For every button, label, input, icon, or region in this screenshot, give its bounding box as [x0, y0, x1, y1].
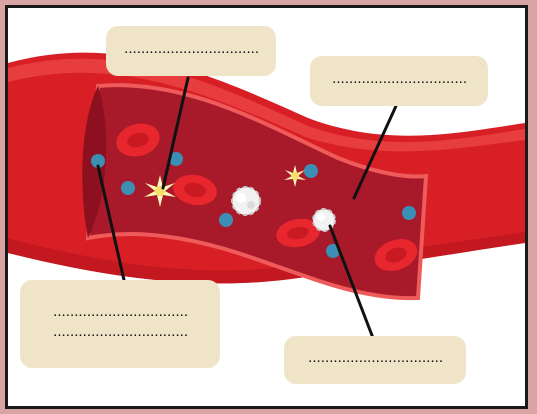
label-bottom-right-text: ................................: [308, 355, 443, 365]
label-top-left-text: ................................: [124, 46, 259, 56]
label-top-left: ................................: [106, 26, 276, 76]
label-bottom-left: ................................ .......…: [20, 280, 220, 368]
white-blood-cell: [232, 187, 260, 215]
blue-particle: [121, 181, 135, 195]
blue-particle: [219, 213, 233, 227]
label-bottom-right: ................................: [284, 336, 466, 384]
label-bottom-left-line-2: ................................: [53, 329, 188, 339]
blue-particle: [304, 164, 318, 178]
diagram-frame: ................................ .......…: [5, 5, 528, 409]
label-top-right-text: ................................: [332, 76, 467, 86]
label-bottom-left-line-1: ................................: [53, 309, 188, 319]
blue-particle: [402, 206, 416, 220]
label-top-right: ................................: [310, 56, 488, 106]
